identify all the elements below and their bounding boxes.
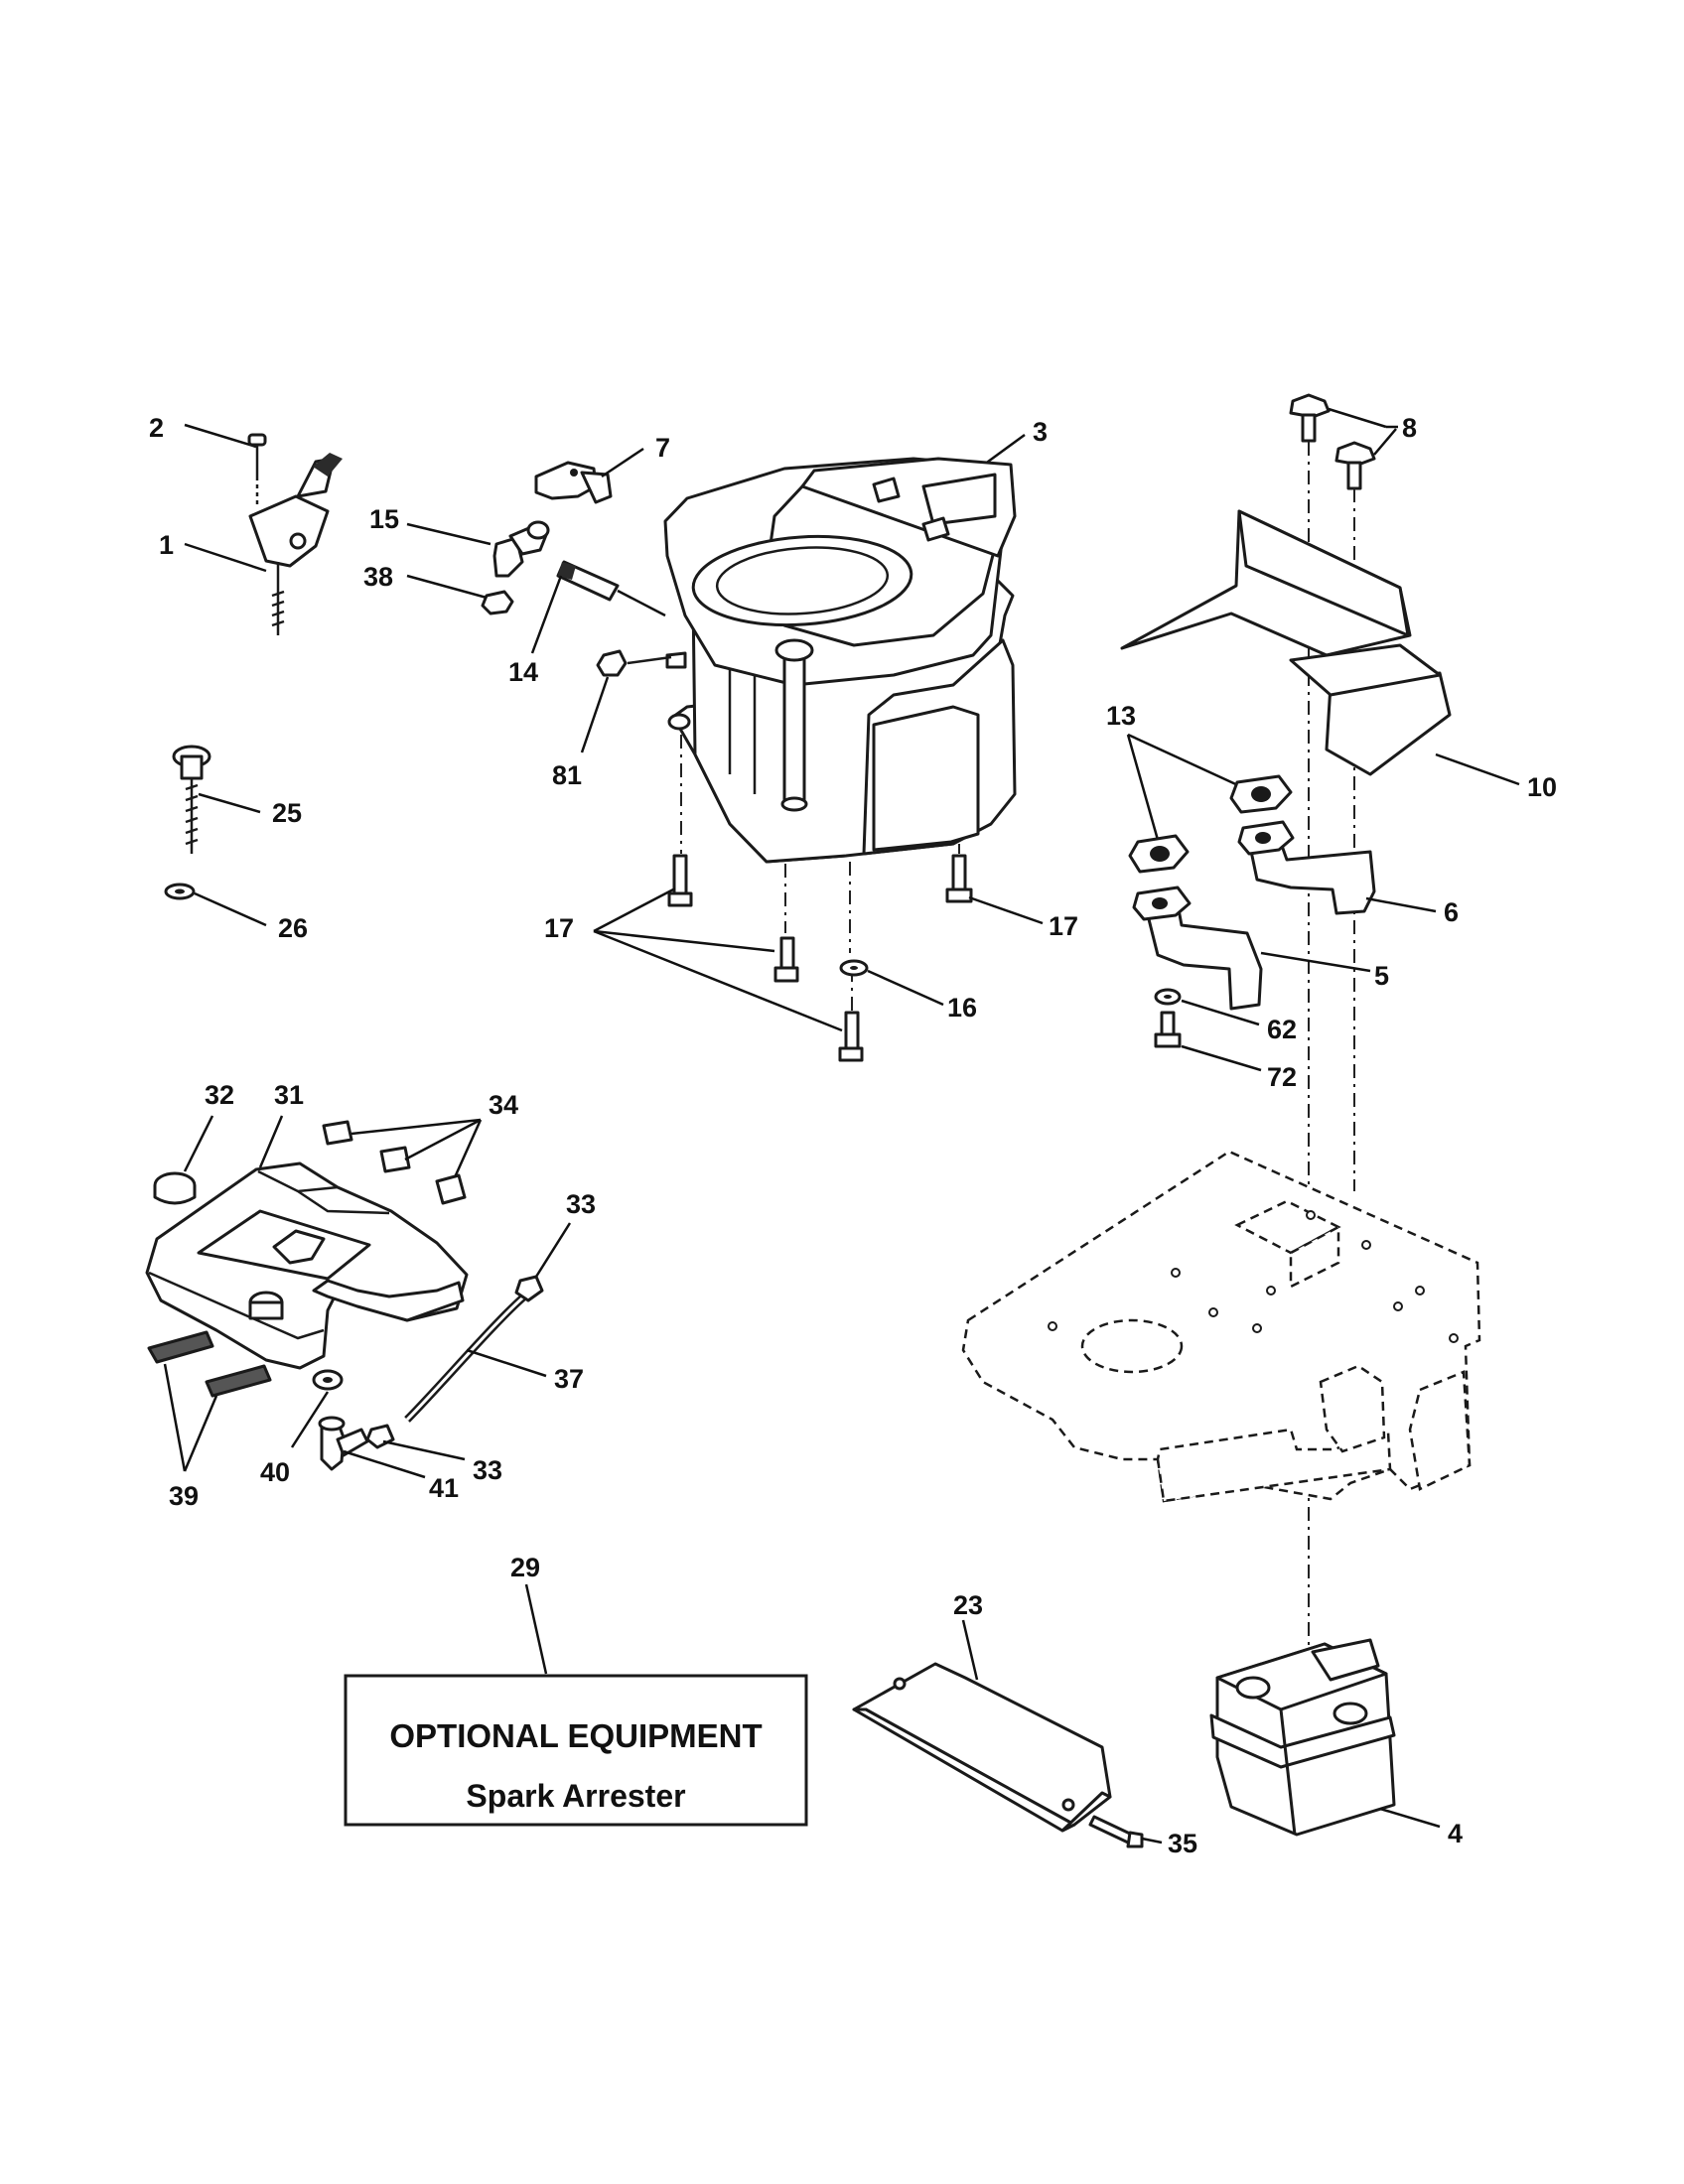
callout-5: 5 — [1374, 961, 1389, 991]
spark-arrester-bracket — [852, 1619, 1163, 1848]
dipstick-assembly — [164, 745, 267, 927]
callout-33-lower: 33 — [473, 1455, 502, 1485]
callout-31: 31 — [274, 1080, 304, 1110]
callout-41: 41 — [429, 1473, 459, 1503]
optional-box-item: Spark Arrester — [466, 1778, 685, 1814]
callout-labels: 2 1 7 3 8 15 38 14 81 25 26 13 10 6 5 17… — [149, 413, 1557, 1858]
callout-15: 15 — [369, 504, 399, 534]
callout-13: 13 — [1106, 701, 1136, 731]
callout-33-upper: 33 — [566, 1189, 596, 1219]
callout-38: 38 — [363, 562, 393, 592]
callout-8: 8 — [1402, 413, 1417, 443]
callout-17-left: 17 — [544, 913, 574, 943]
muffler — [1209, 1638, 1441, 1837]
engine — [663, 433, 1026, 864]
callout-34: 34 — [489, 1090, 518, 1120]
callout-72: 72 — [1267, 1062, 1297, 1092]
callout-37: 37 — [554, 1364, 584, 1394]
heat-shield-assembly — [1120, 393, 1520, 1767]
tractor-frame — [961, 1150, 1481, 1503]
callout-3: 3 — [1033, 417, 1048, 447]
callout-1: 1 — [159, 530, 174, 560]
callout-35: 35 — [1168, 1829, 1197, 1858]
callout-10: 10 — [1527, 772, 1557, 802]
callout-62: 62 — [1267, 1015, 1297, 1044]
callout-29: 29 — [510, 1553, 540, 1582]
fuel-fittings — [406, 447, 672, 753]
engine-bolts — [593, 735, 1044, 1062]
callout-25: 25 — [272, 798, 302, 828]
callout-4: 4 — [1448, 1819, 1463, 1848]
callout-2: 2 — [149, 413, 164, 443]
optional-equipment-box: OPTIONAL EQUIPMENT Spark Arrester — [344, 1583, 808, 1827]
callout-81: 81 — [552, 760, 582, 790]
callout-16: 16 — [947, 993, 977, 1023]
callout-40: 40 — [260, 1457, 290, 1487]
callout-17-right: 17 — [1049, 911, 1078, 941]
callout-23: 23 — [953, 1590, 983, 1620]
callout-7: 7 — [655, 433, 670, 463]
callout-14: 14 — [508, 657, 538, 687]
optional-box-heading: OPTIONAL EQUIPMENT — [389, 1717, 762, 1754]
exhaust-pipes — [1126, 733, 1437, 1072]
throttle-control — [184, 423, 343, 635]
callout-6: 6 — [1444, 897, 1459, 927]
callout-26: 26 — [278, 913, 308, 943]
callout-39: 39 — [169, 1481, 199, 1511]
fuel-tank-assembly — [145, 1115, 572, 1479]
callout-32: 32 — [205, 1080, 234, 1110]
